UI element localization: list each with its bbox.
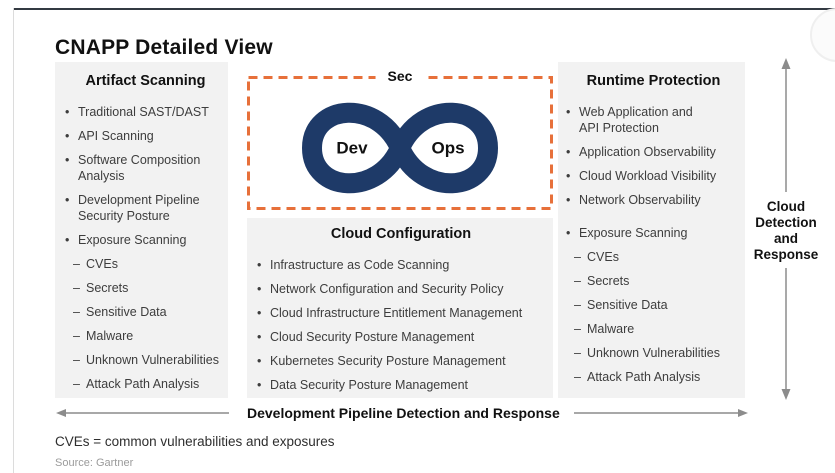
list-item: Cloud Infrastructure Entitlement Managem… — [257, 305, 545, 321]
list-item: API Scanning — [65, 128, 226, 144]
devops-infinity-icon: Dev Ops — [302, 102, 498, 194]
partial-floating-button[interactable] — [810, 8, 835, 62]
right-label-line: Response — [753, 247, 819, 262]
page-title: CNAPP Detailed View — [55, 36, 273, 60]
dev-pipeline-detection-response-label: Development Pipeline Detection and Respo… — [247, 405, 560, 421]
runtime-protection-list: Web Application and API Protection Appli… — [566, 104, 741, 241]
artifact-scanning-panel: Artifact Scanning Traditional SAST/DAST … — [55, 62, 228, 398]
artifact-scanning-title: Artifact Scanning — [85, 73, 206, 89]
list-item: Exposure Scanning — [65, 232, 226, 248]
list-subitem: Attack Path Analysis — [73, 376, 226, 392]
list-subitem: Sensitive Data — [574, 297, 741, 313]
list-item: Network Observability — [566, 192, 741, 208]
cve-definition: CVEs = common vulnerabilities and exposu… — [55, 434, 335, 449]
list-subitem: Secrets — [73, 280, 226, 296]
list-subitem: Secrets — [574, 273, 741, 289]
list-subitem: Sensitive Data — [73, 304, 226, 320]
right-label-line: and — [773, 231, 798, 246]
list-subitem: Malware — [574, 321, 741, 337]
list-subitem: CVEs — [574, 249, 741, 265]
runtime-protection-panel: Runtime Protection Web Application and A… — [558, 62, 745, 398]
list-item: Application Observability — [566, 144, 741, 160]
list-item: Kubernetes Security Posture Management — [257, 353, 545, 369]
list-subitem: Attack Path Analysis — [574, 369, 741, 385]
top-divider-line — [13, 8, 835, 10]
list-item: Cloud Security Posture Management — [257, 329, 545, 345]
list-subitem: Unknown Vulnerabilities — [574, 345, 741, 361]
list-item: Traditional SAST/DAST — [65, 104, 226, 120]
sec-label: Sec — [375, 68, 425, 84]
right-label-line: Detection — [755, 215, 817, 230]
ops-label: Ops — [431, 139, 464, 158]
cloud-detection-response-arrow — [781, 58, 791, 400]
list-item: Development Pipeline Security Posture — [65, 192, 226, 224]
runtime-protection-title: Runtime Protection — [586, 73, 721, 89]
runtime-protection-sublist: CVEs Secrets Sensitive Data Malware Unkn… — [574, 249, 741, 385]
list-item: Cloud Workload Visibility — [566, 168, 741, 184]
cloud-configuration-panel: Cloud Configuration Infrastructure as Co… — [247, 218, 553, 398]
artifact-scanning-list: Traditional SAST/DAST API Scanning Softw… — [65, 104, 226, 248]
left-border-line — [13, 8, 14, 473]
dev-label: Dev — [336, 139, 368, 158]
list-item: Software Composition Analysis — [65, 152, 226, 184]
bottom-right-arrow — [574, 409, 748, 417]
cloud-configuration-list: Infrastructure as Code Scanning Network … — [257, 257, 545, 393]
list-item: Infrastructure as Code Scanning — [257, 257, 545, 273]
cloud-configuration-title: Cloud Configuration — [330, 226, 472, 242]
artifact-scanning-sublist: CVEs Secrets Sensitive Data Malware Unkn… — [73, 256, 226, 392]
list-item: Data Security Posture Management — [257, 377, 545, 393]
list-subitem: Malware — [73, 328, 226, 344]
source-note: Source: Gartner — [55, 457, 134, 469]
list-item: Exposure Scanning — [566, 225, 741, 241]
list-item: Network Configuration and Security Polic… — [257, 281, 545, 297]
list-subitem: CVEs — [73, 256, 226, 272]
right-label-line: Cloud — [766, 199, 806, 214]
list-item: Web Application and API Protection — [566, 104, 741, 136]
devsecops-dashed-box: Sec Dev Ops — [247, 68, 553, 210]
bottom-left-arrow — [56, 409, 229, 417]
cloud-detection-response-label: Cloud Detection and Response — [744, 199, 828, 263]
list-subitem: Unknown Vulnerabilities — [73, 352, 226, 368]
